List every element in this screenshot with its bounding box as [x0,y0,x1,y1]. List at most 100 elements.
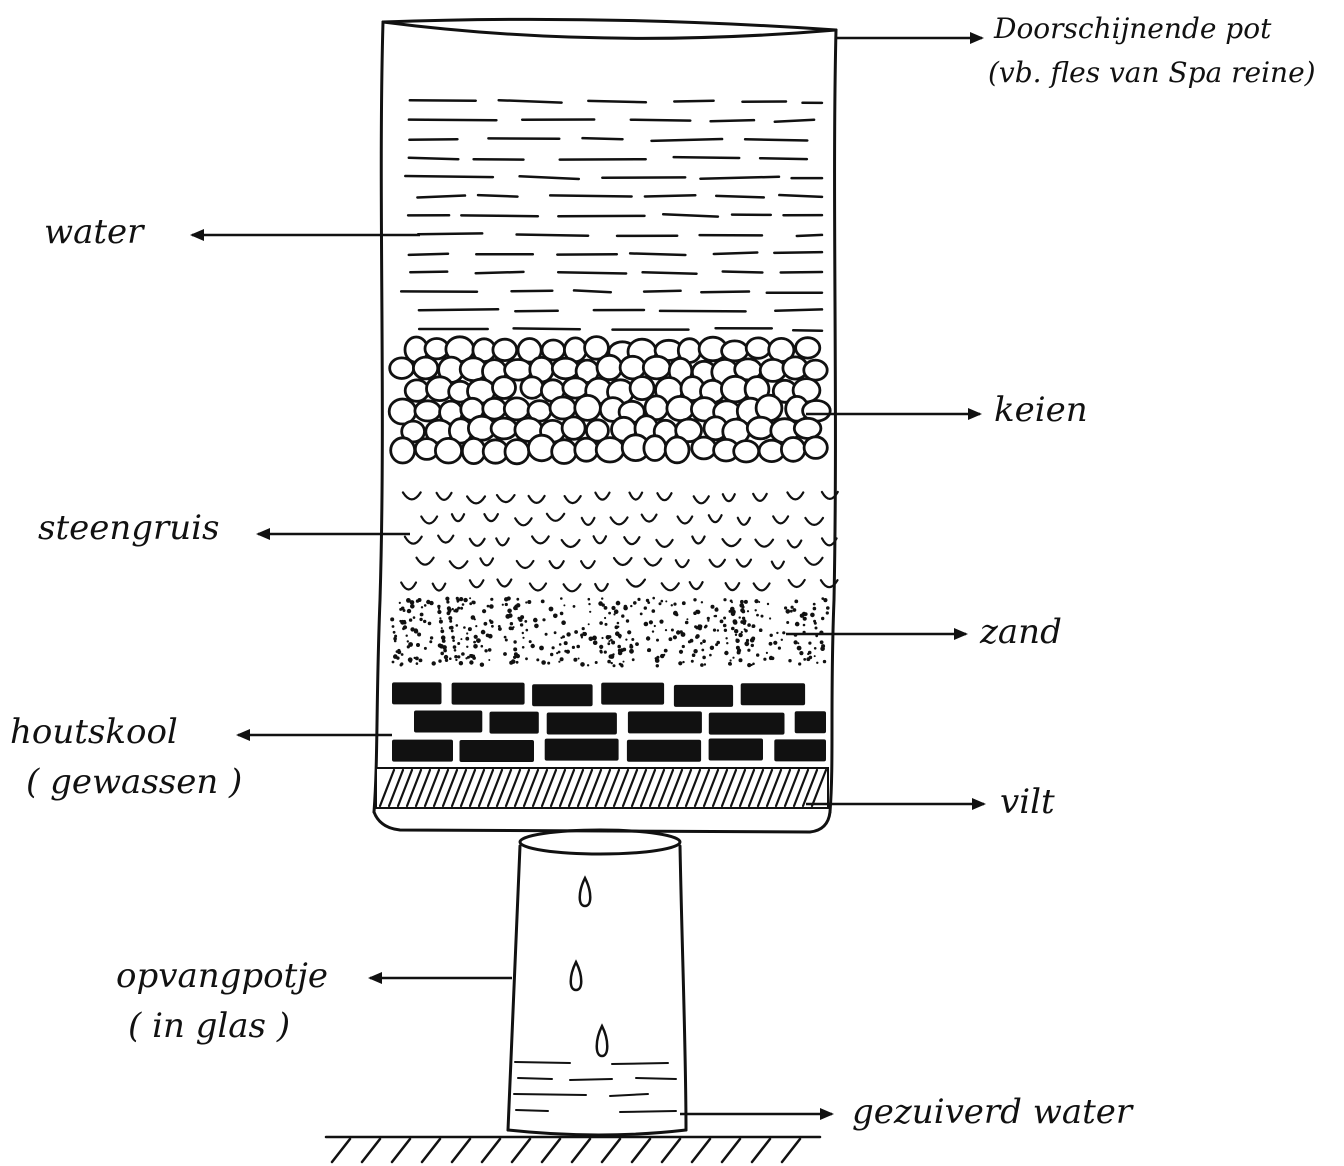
sand-grain [608,640,610,642]
sand-grain [401,653,404,656]
water-dash [588,101,646,102]
charcoal-block [490,712,539,734]
sand-grain [747,610,749,612]
sand-grain [804,613,807,616]
sand-grain [445,659,448,662]
sand-grain [625,639,627,641]
sand-grain [439,644,444,649]
charcoal-block [545,739,619,761]
sand-grain [552,646,555,649]
sand-grain [729,663,732,666]
gravel-chip [709,515,722,522]
sand-grain [437,605,440,608]
sand-grain [826,606,830,610]
gravel-chip [403,492,421,499]
sand-grain [473,644,478,649]
steengruis-layer [401,492,838,591]
sand-grain [513,647,517,651]
sand-grain [821,617,824,620]
sand-grain [428,622,432,626]
sand-grain [756,653,759,656]
sand-grain [702,656,706,660]
water-dash [405,176,493,177]
gravel-chip [805,518,823,525]
sand-grain [736,646,740,650]
pebble [504,398,529,420]
water-dash [583,138,623,139]
gravel-chip [692,537,704,544]
sand-grain [430,636,433,639]
sand-grain [462,603,465,606]
sand-grain [619,636,621,638]
sand-grain [610,654,615,659]
water-dash [674,101,713,102]
water-dash [512,291,553,292]
sand-grain [455,659,457,661]
water-dash [711,120,754,121]
sand-grain [744,641,749,646]
gravel-chip [550,561,564,568]
sand-grain [449,657,452,660]
pebble [734,441,759,462]
water-dash [701,292,749,293]
gravel-chip [627,580,645,587]
pebble [415,401,441,421]
sand-grain [598,601,603,606]
gravel-chip [480,558,493,565]
sand-grain [488,659,490,661]
sand-grain [413,616,416,619]
water-dash [793,330,822,331]
gravel-chip [624,537,639,544]
sand-grain [751,644,754,647]
sand-grain [821,644,825,648]
sand-grain [731,612,736,617]
sand-grain [758,601,760,603]
sand-grain [646,599,649,602]
sand-grain [740,608,744,612]
sand-grain [621,614,624,617]
pebble [796,338,820,358]
sand-grain [407,645,410,648]
sand-grain [761,615,764,618]
ground-hatch-stroke [662,1139,680,1162]
sand-grain [448,616,452,620]
sand-grain [608,612,611,615]
gravel-chip [437,493,452,500]
sand-grain [576,645,580,649]
label-gezuiverd: gezuiverd water [852,1092,1132,1132]
sand-grain [766,652,768,654]
charcoal-block [628,711,702,733]
sand-grain [786,609,791,614]
sand-grain [735,634,737,636]
sand-grain [659,620,663,624]
gravel-chip [753,494,767,501]
bottle-right-wall [830,30,836,812]
sand-grain [693,598,696,601]
glass-rim [520,830,680,854]
sand-grain [707,620,709,622]
gravel-chip [417,558,434,565]
sand-grain [715,643,718,646]
sand-grain [541,660,546,665]
gravel-chip [754,583,770,590]
pebble [643,356,670,379]
gravel-chip [738,518,750,525]
sand-grain [750,638,755,643]
sand-grain [629,645,633,649]
sand-grain [466,632,468,634]
ground-hatch-stroke [512,1139,530,1162]
water-dash [660,311,746,312]
sand-grain [679,650,683,654]
gravel-chip [788,541,802,548]
ground [326,1137,820,1162]
sand-grain [617,645,621,649]
sand-grain [813,607,817,611]
sand-grain [396,650,399,653]
charcoal-block [627,740,701,762]
water-dash [775,309,822,310]
glass-left-wall [508,846,520,1130]
sand-grain [452,639,455,642]
label-pot-line2: (vb. fles van Spa reine) [988,56,1316,90]
sand-grain [498,627,502,631]
sand-grain [505,639,508,642]
